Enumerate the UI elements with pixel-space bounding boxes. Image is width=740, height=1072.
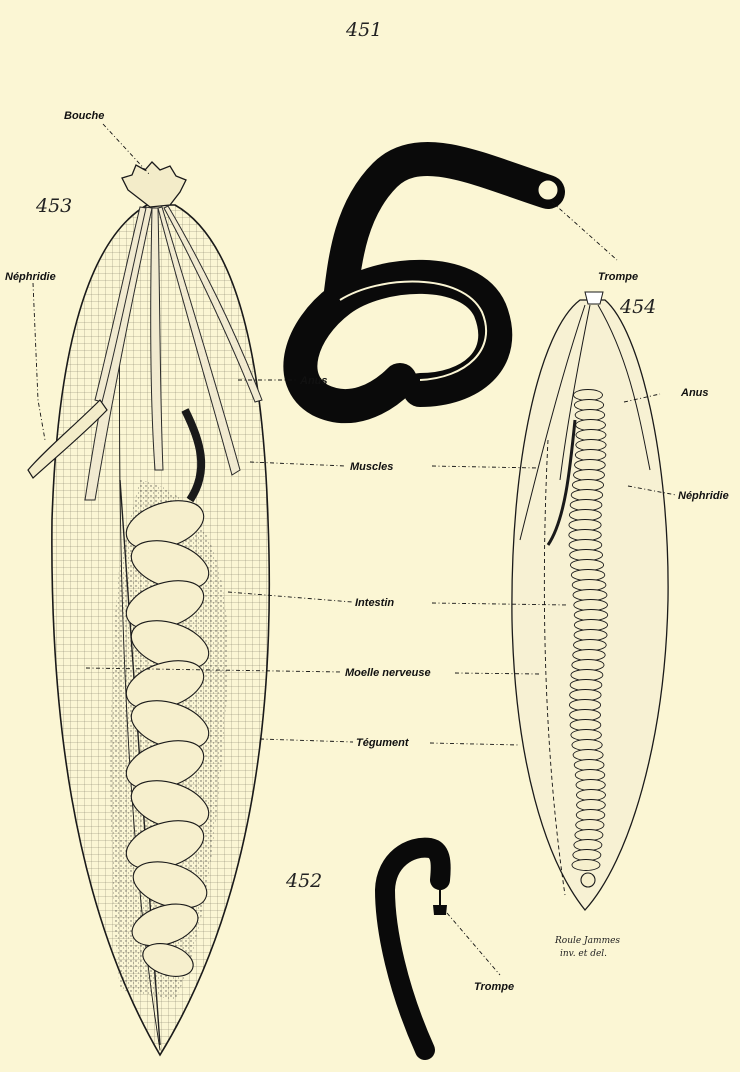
intestine-segment — [574, 470, 605, 481]
intestine-segment — [573, 590, 607, 601]
label-anus-center: Anus — [299, 375, 328, 387]
label-tegument: Tégument — [356, 737, 410, 749]
signature-line-2: inv. et del. — [560, 949, 607, 959]
intestine-segment — [572, 860, 600, 871]
intestine-segment — [569, 540, 602, 551]
intestine-segment — [573, 850, 601, 861]
intestine-segment — [570, 710, 601, 721]
intestine-segment — [571, 490, 603, 501]
worm-451-proboscis — [537, 179, 559, 201]
intestine-segment — [570, 500, 602, 511]
intestine-segment — [576, 820, 604, 831]
intestine-segment — [571, 730, 602, 741]
intestine-segment — [577, 800, 606, 811]
label-nephridie-left: Néphridie — [5, 271, 56, 283]
intestine-segment — [570, 680, 602, 691]
intestine-segment — [575, 770, 605, 781]
intestine-segment — [574, 600, 608, 611]
intestine-segment — [571, 670, 603, 681]
intestine-segment — [574, 610, 608, 621]
intestine-segment — [572, 480, 603, 491]
label-muscles: Muscles — [350, 461, 393, 473]
label-anus-right: Anus — [680, 387, 709, 399]
intestine-segment — [576, 790, 605, 801]
intestine-segment — [576, 440, 606, 451]
figure-453 — [28, 162, 269, 1055]
worm-452-proboscis — [433, 905, 447, 915]
intestine-segment — [576, 420, 606, 431]
intestine-segment — [576, 780, 605, 791]
intestine-segment — [575, 410, 605, 421]
intestine-segment — [569, 510, 601, 521]
intestine-segment — [574, 760, 604, 771]
label-trompe-top: Trompe — [598, 271, 638, 283]
figure-number-453: 453 — [35, 195, 72, 217]
intestine-segment — [572, 740, 602, 751]
figure-452 — [385, 848, 447, 1050]
label-nephridie-right: Néphridie — [678, 490, 729, 502]
signature-line-1: Roule Jammes — [554, 936, 620, 946]
intestine-segment — [576, 430, 606, 441]
intestine-segment — [575, 830, 603, 841]
intestine-segment — [573, 750, 603, 761]
figure-number-451: 451 — [345, 19, 382, 41]
intestine-segment — [570, 720, 601, 731]
worm-452-body — [385, 848, 441, 1050]
label-moelle-nerveuse: Moelle nerveuse — [345, 667, 431, 679]
label-bouche: Bouche — [64, 110, 104, 122]
intestine-segment — [569, 530, 602, 541]
label-trompe-bottom: Trompe — [474, 981, 514, 993]
intestine-segment — [573, 640, 606, 651]
intestine-segment — [574, 620, 607, 631]
figure-number-454: 454 — [619, 296, 656, 318]
label-intestin: Intestin — [355, 597, 394, 609]
figure-number-452: 452 — [285, 870, 322, 892]
intestine-segment — [574, 630, 607, 641]
intestine-segment — [574, 400, 603, 411]
intestine-segment — [569, 520, 601, 531]
intestine-segment — [575, 450, 606, 461]
intestine-segment — [573, 650, 606, 661]
intestine-segment — [572, 580, 606, 591]
intestine-segment — [569, 700, 600, 711]
intestine-segment — [574, 390, 603, 401]
intestine-segment — [570, 550, 603, 561]
intestine-segment — [571, 570, 605, 581]
intestine-segment — [575, 460, 606, 471]
mouth-453 — [122, 162, 186, 207]
intestine-segment — [572, 660, 604, 671]
intestine-segment — [576, 810, 605, 821]
intestine-segment — [570, 690, 602, 701]
figure-451 — [300, 159, 559, 406]
figure-454 — [512, 292, 668, 910]
intestine-segment — [574, 840, 602, 851]
intestine-segment — [570, 560, 603, 571]
